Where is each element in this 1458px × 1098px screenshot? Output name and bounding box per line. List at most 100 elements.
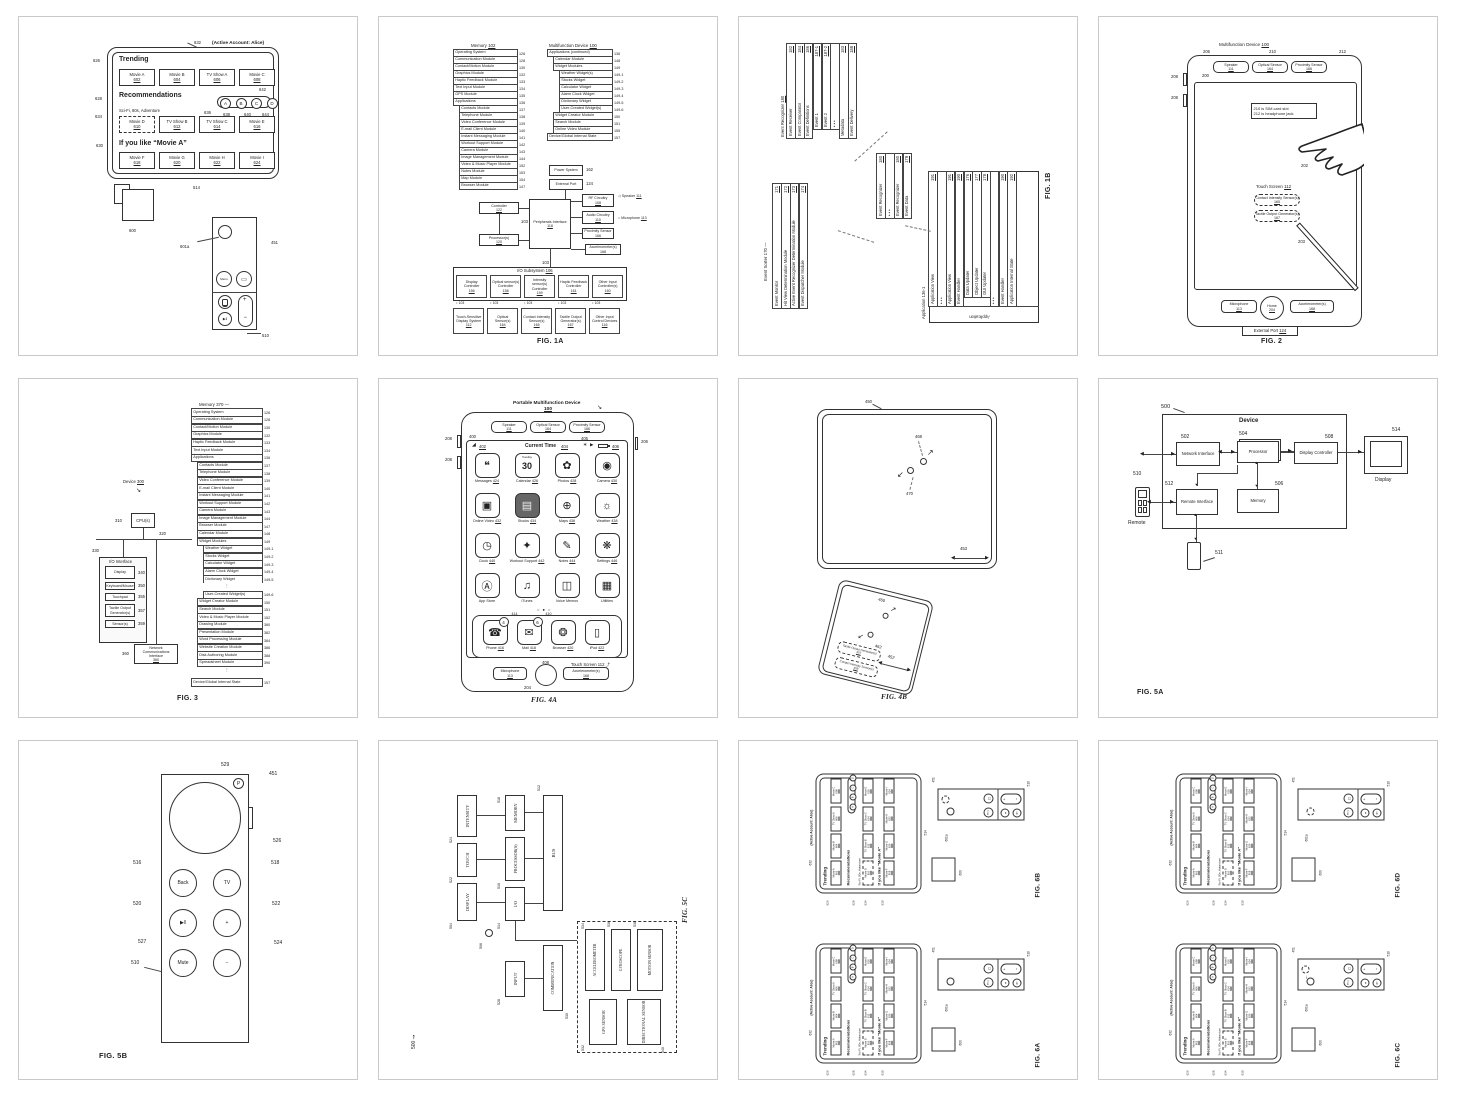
app-icon: ◫ bbox=[554, 573, 580, 598]
ref-536: 536 bbox=[607, 921, 611, 927]
ref-402: 402 bbox=[479, 444, 486, 449]
connector-line bbox=[123, 539, 124, 557]
ref-630: 630 bbox=[1240, 900, 1245, 906]
app-icon: ◷ bbox=[474, 533, 500, 558]
touch-surface-inner bbox=[822, 414, 992, 564]
ref-630: 630 bbox=[880, 1070, 885, 1076]
ref-453: 453 bbox=[960, 546, 967, 551]
active-account-label: (Active Account: Alice) bbox=[1169, 809, 1174, 846]
network-interface-box: Network Interface bbox=[1176, 442, 1220, 466]
processors-box: PROCESSOR(S) bbox=[505, 837, 525, 881]
avatar: D bbox=[849, 944, 856, 952]
ref-634: 634 bbox=[95, 114, 102, 119]
ref-601a: 601a bbox=[1304, 834, 1309, 842]
volume-minus: − bbox=[1373, 967, 1379, 970]
ref-601a: 601a bbox=[944, 834, 949, 842]
ref-632: 632 bbox=[808, 1030, 813, 1036]
screen-icon: ▭ bbox=[241, 276, 247, 283]
side-button bbox=[457, 456, 461, 469]
ref-626: 626 bbox=[1185, 1070, 1190, 1076]
ref-510: 510 bbox=[1133, 471, 1142, 477]
ref-601a: 601a bbox=[1304, 1004, 1309, 1012]
gyroscope-box: GYROSCOPE bbox=[611, 929, 631, 991]
app-icon: ⊕ bbox=[554, 493, 580, 518]
ref-404: 404 bbox=[561, 444, 568, 449]
app-label: Utilities bbox=[601, 599, 613, 603]
app-cell: ⊕ Maps 436 bbox=[547, 493, 587, 533]
touch-screen-label: Touch Screen 112 ⤴ bbox=[571, 662, 610, 667]
genre-subtitle: Sci-Fi, 80s, Adventure bbox=[119, 108, 160, 113]
dock-cell: ❂ Browser 420 bbox=[546, 620, 580, 650]
device-title: Portable Multifunction Device bbox=[513, 401, 581, 406]
app-cell: ❝ Messages 424 bbox=[467, 453, 507, 493]
touch-box: TOUCH bbox=[457, 843, 477, 877]
ref-524: 524 bbox=[449, 837, 453, 843]
ref-600: 600 bbox=[958, 870, 963, 876]
ref-516: 516 bbox=[497, 883, 501, 889]
bus-line bbox=[96, 539, 192, 540]
avatar: C bbox=[849, 954, 856, 962]
processor-box: Processor(s)120 bbox=[479, 234, 519, 246]
side-button bbox=[248, 807, 253, 829]
app-label: iTunes bbox=[521, 599, 533, 603]
connector-line bbox=[571, 233, 582, 234]
accelerometer-box: ACCELEROMETER bbox=[585, 929, 605, 991]
device-600-box bbox=[1291, 857, 1316, 882]
connector-line bbox=[1197, 473, 1198, 486]
device-title-ref: 100 bbox=[544, 407, 553, 412]
figure-caption: FIG. 6D bbox=[1394, 872, 1402, 898]
figure-caption: FIG. 5A bbox=[1137, 689, 1164, 696]
tv-button: ▭ bbox=[236, 271, 252, 287]
connector-line bbox=[519, 208, 529, 209]
memory-box: MEMORY bbox=[505, 795, 525, 831]
event-recognizer-detail-title: Event Recognizer 180 bbox=[780, 95, 785, 137]
display-controller-box: Display Controller bbox=[1294, 442, 1338, 464]
ref-628: 628 bbox=[1211, 1070, 1216, 1076]
figure-caption: FIG. 4A bbox=[531, 696, 558, 704]
sensors-box: Sensor(s) bbox=[105, 620, 135, 628]
ref-103: ↕ 103 bbox=[456, 301, 465, 305]
remote-interface-box: Remote Interface bbox=[1176, 489, 1218, 515]
remote-button: − bbox=[213, 949, 241, 977]
touchpad-box: Touchpad bbox=[105, 593, 135, 601]
ref-518: 518 bbox=[271, 860, 280, 866]
connector-line bbox=[1143, 454, 1176, 455]
display-box: DISPLAY bbox=[457, 883, 477, 921]
side-button bbox=[457, 435, 461, 448]
event-sorter-title: Event Sorter 170 — bbox=[763, 242, 768, 281]
bus-box: BUS bbox=[543, 795, 563, 911]
avatar: B bbox=[235, 97, 247, 109]
ref-632: 632 bbox=[1168, 1030, 1173, 1036]
sensor-device-box: Tactile Output Generator(s)167 bbox=[554, 308, 587, 334]
avatar: D bbox=[266, 97, 278, 109]
page-dots: ○ ● ○ bbox=[537, 607, 552, 612]
ref-634: 634 bbox=[1223, 1070, 1228, 1076]
battery-nub bbox=[608, 444, 610, 447]
panel-fig2: Multifunction Device 100 206 210 212 Spe… bbox=[1098, 16, 1438, 356]
ref-208: 208 bbox=[445, 436, 452, 441]
app-label: Settings 446 bbox=[596, 559, 618, 563]
sensor-device-box: Optical Sensor(s)164 bbox=[486, 308, 519, 334]
avatar: A bbox=[1209, 803, 1216, 811]
figure-caption: FIG. 1A bbox=[537, 338, 564, 345]
